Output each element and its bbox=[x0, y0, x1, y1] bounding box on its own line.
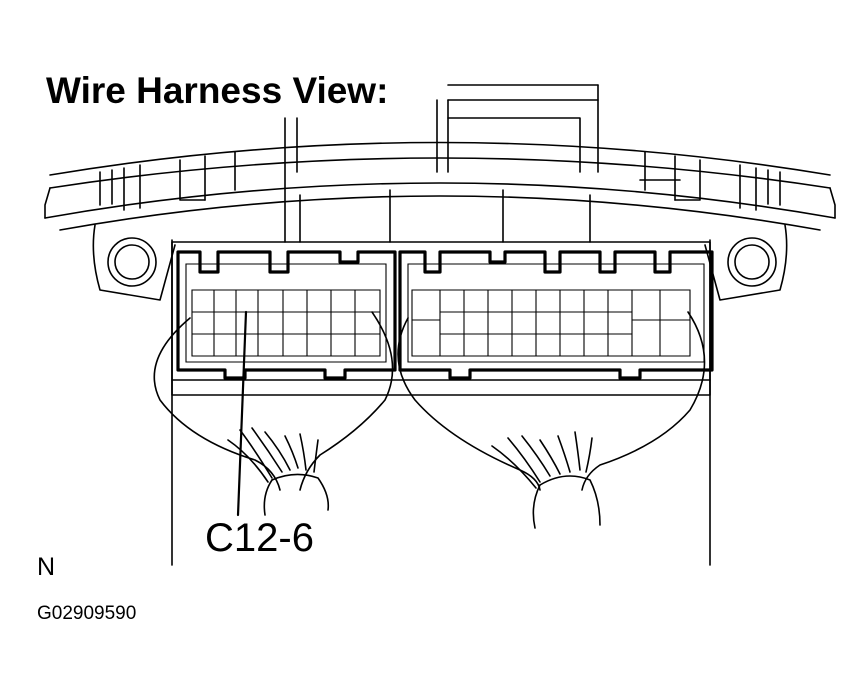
mounting-flange bbox=[92, 224, 788, 301]
right-harness-bundle bbox=[397, 311, 706, 529]
left-harness-bundle bbox=[153, 311, 394, 516]
left-connector-grid bbox=[191, 289, 381, 357]
upper-housing bbox=[284, 84, 599, 243]
figure-id: G02909590 bbox=[37, 603, 137, 624]
right-bolt-hole-outer bbox=[727, 237, 777, 287]
connector-body bbox=[171, 241, 714, 396]
callout-leader bbox=[236, 310, 248, 517]
right-connector-grid bbox=[411, 289, 691, 357]
orientation-label: N bbox=[37, 553, 56, 581]
left-bolt-hole-outer bbox=[107, 237, 157, 287]
diagram-title: Wire Harness View: bbox=[46, 70, 389, 111]
left-bolt-hole-inner bbox=[114, 244, 150, 280]
right-bolt-hole-inner bbox=[734, 244, 770, 280]
terminal-callout-label: C12-6 bbox=[205, 516, 314, 560]
curved-panel bbox=[44, 141, 836, 231]
